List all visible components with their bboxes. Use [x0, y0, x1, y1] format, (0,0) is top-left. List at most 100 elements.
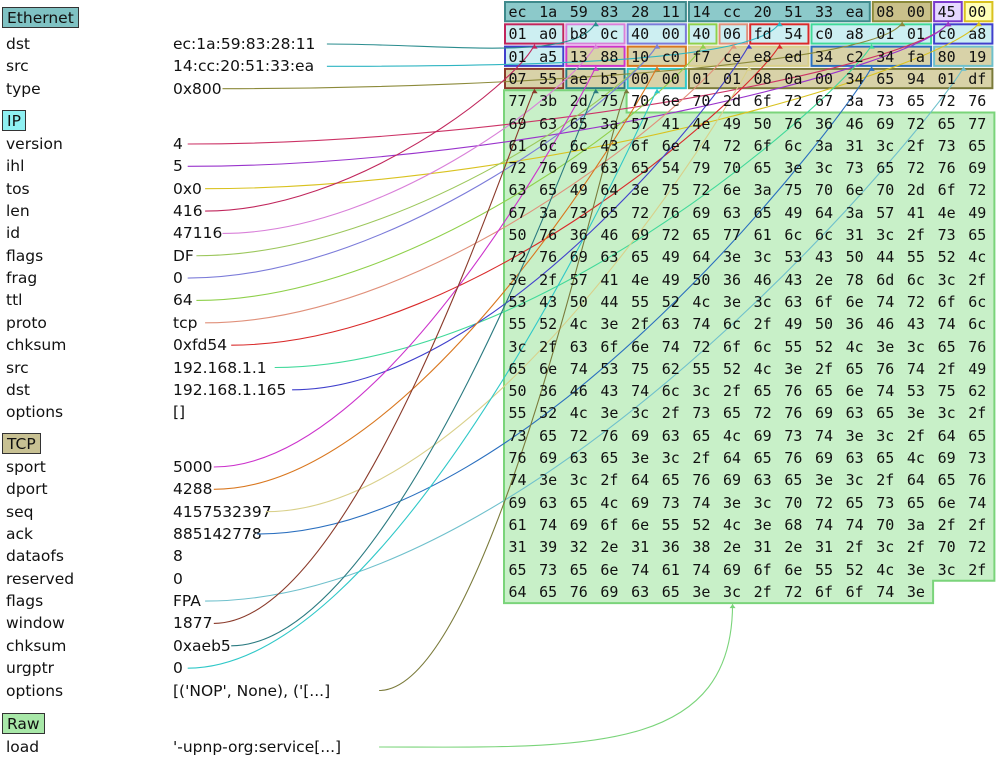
connector-arrowhead: [746, 66, 753, 71]
byte-group-ip-proto[interactable]: [718, 23, 749, 45]
field-value-ip-ttl[interactable]: 64: [173, 291, 193, 310]
connector-arrowhead: [868, 66, 875, 71]
field-value-tcp-seq[interactable]: 4157532397: [173, 502, 272, 521]
field-name-ip-chksum: chksum: [6, 336, 67, 355]
field-name-tcp-dataofs: dataofs: [6, 547, 64, 566]
field-value-ip-chksum[interactable]: 0xfd54: [173, 336, 228, 355]
connector-ip-1: [187, 22, 949, 167]
field-name-tcp-reserved: reserved: [6, 569, 75, 588]
layer-header-eth[interactable]: Ethernet: [2, 7, 79, 28]
field-value-ip-len[interactable]: 416: [173, 202, 203, 221]
connector-ip-5: [196, 44, 658, 257]
field-name-tcp-chksum: chksum: [6, 636, 67, 655]
field-value-ip-version[interactable]: 4: [173, 135, 183, 153]
connector-arrowhead: [654, 89, 661, 94]
field-value-ip-frag[interactable]: 0: [173, 269, 183, 288]
connector-arrowhead: [592, 66, 599, 71]
byte-group-tcp-chksum[interactable]: [565, 67, 626, 90]
field-value-ip-flags[interactable]: DF: [173, 246, 194, 265]
field-value-tcp-urgptr[interactable]: 0: [173, 659, 183, 678]
field-name-raw-load: load: [6, 738, 40, 756]
connector-arrowhead: [654, 44, 661, 49]
field-value-ip-id[interactable]: 47116: [173, 224, 223, 243]
connector-arrowhead: [592, 89, 599, 94]
connector-ip-0: [187, 22, 949, 145]
byte-group-eth-src[interactable]: [687, 1, 871, 23]
field-name-tcp-flags: flags: [6, 592, 44, 611]
field-value-ip-dst[interactable]: 192.168.1.165: [173, 380, 287, 399]
field-name-tcp-sport: sport: [6, 458, 46, 476]
byte-group-ip-tos[interactable]: [963, 1, 994, 23]
field-name-ip-options: options: [6, 403, 64, 422]
byte-group-tcp-offflags[interactable]: [933, 45, 994, 67]
field-value-ip-proto[interactable]: tcp: [173, 313, 198, 332]
byte-group-ip-flags[interactable]: [626, 23, 687, 45]
field-value-ip-options[interactable]: []: [173, 403, 186, 422]
connector-arrowhead: [592, 44, 599, 49]
byte-group-ip-dst[interactable]: [933, 23, 994, 45]
connector-arrowhead: [960, 66, 967, 71]
connector-tcp-8: [231, 88, 597, 647]
layer-header-tcp[interactable]: TCP: [2, 433, 41, 454]
field-name-ip-frag: frag: [6, 269, 38, 288]
field-name-tcp-window: window: [6, 614, 65, 633]
byte-group-ip-chksum[interactable]: [749, 23, 810, 45]
field-value-tcp-window[interactable]: 1877: [173, 614, 213, 633]
connector-tcp-3: [257, 66, 873, 535]
connector-ip-11: [292, 44, 750, 391]
connector-eth-1: [326, 22, 781, 67]
connector-arrowhead: [776, 22, 783, 27]
connector-arrowhead: [729, 604, 736, 609]
field-name-tcp-options: options: [6, 681, 64, 700]
field-name-eth-dst: dst: [6, 35, 30, 53]
field-value-ip-tos[interactable]: 0x0: [173, 179, 202, 198]
byte-group-ip-id[interactable]: [565, 23, 626, 45]
field-value-tcp-chksum[interactable]: 0xaeb5: [173, 636, 231, 655]
byte-group-eth-type[interactable]: [871, 1, 933, 23]
connector-ip-10: [274, 44, 873, 369]
field-value-eth-src[interactable]: 14:cc:20:51:33:ea: [173, 57, 315, 76]
field-value-ip-ihl[interactable]: 5: [173, 157, 183, 176]
byte-group-ip-ttl[interactable]: [687, 23, 718, 45]
connector-arrowhead: [531, 44, 538, 49]
connector-eth-2: [222, 22, 903, 90]
connector-tcp-7: [213, 88, 536, 624]
connector-arrowhead: [976, 22, 983, 27]
byte-group-ip-len[interactable]: [504, 23, 565, 45]
connector-arrowhead: [592, 22, 599, 27]
field-name-tcp-ack: ack: [6, 525, 33, 544]
field-name-ip-ihl: ihl: [6, 157, 25, 176]
connector-ip-2: [205, 22, 980, 190]
field-value-tcp-dport[interactable]: 4288: [173, 480, 213, 499]
field-name-ip-dst: dst: [6, 380, 30, 399]
field-value-raw-load[interactable]: '-upnp-org:service[...]: [173, 738, 342, 756]
field-value-tcp-reserved[interactable]: 0: [173, 569, 183, 588]
field-value-tcp-ack[interactable]: 885142778: [173, 525, 262, 544]
field-value-tcp-options[interactable]: [('NOP', None), ('[...]: [173, 681, 331, 700]
layer-header-raw[interactable]: Raw: [2, 713, 45, 734]
field-name-tcp-dport: dport: [6, 480, 48, 499]
byte-group-ip-vihl[interactable]: [933, 1, 963, 23]
field-name-ip-proto: proto: [6, 313, 47, 332]
connector-arrowhead: [945, 22, 952, 27]
connector-arrowhead: [654, 66, 661, 71]
field-value-tcp-flags[interactable]: FPA: [173, 592, 201, 611]
field-value-ip-src[interactable]: 192.168.1.1: [173, 358, 267, 377]
connector-arrowhead: [531, 89, 538, 94]
field-value-tcp-sport[interactable]: 5000: [173, 458, 213, 476]
field-value-eth-type[interactable]: 0x800: [173, 79, 222, 98]
byte-group-raw-load[interactable]: [503, 89, 996, 605]
field-name-ip-ttl: ttl: [6, 291, 23, 310]
connector-arrowhead: [730, 44, 737, 49]
byte-group-ip-src[interactable]: [810, 23, 933, 45]
field-name-ip-tos: tos: [6, 179, 30, 198]
byte-group-tcp-sport[interactable]: [565, 45, 626, 67]
connector-raw-0: [379, 604, 734, 748]
connector-arrowhead: [899, 22, 906, 27]
layer-header-ip[interactable]: IP: [2, 110, 26, 131]
field-value-eth-dst[interactable]: ec:1a:59:83:28:11: [173, 35, 316, 53]
byte-group-eth-dst[interactable]: [504, 1, 687, 23]
field-value-tcp-dataofs[interactable]: 8: [173, 547, 183, 566]
